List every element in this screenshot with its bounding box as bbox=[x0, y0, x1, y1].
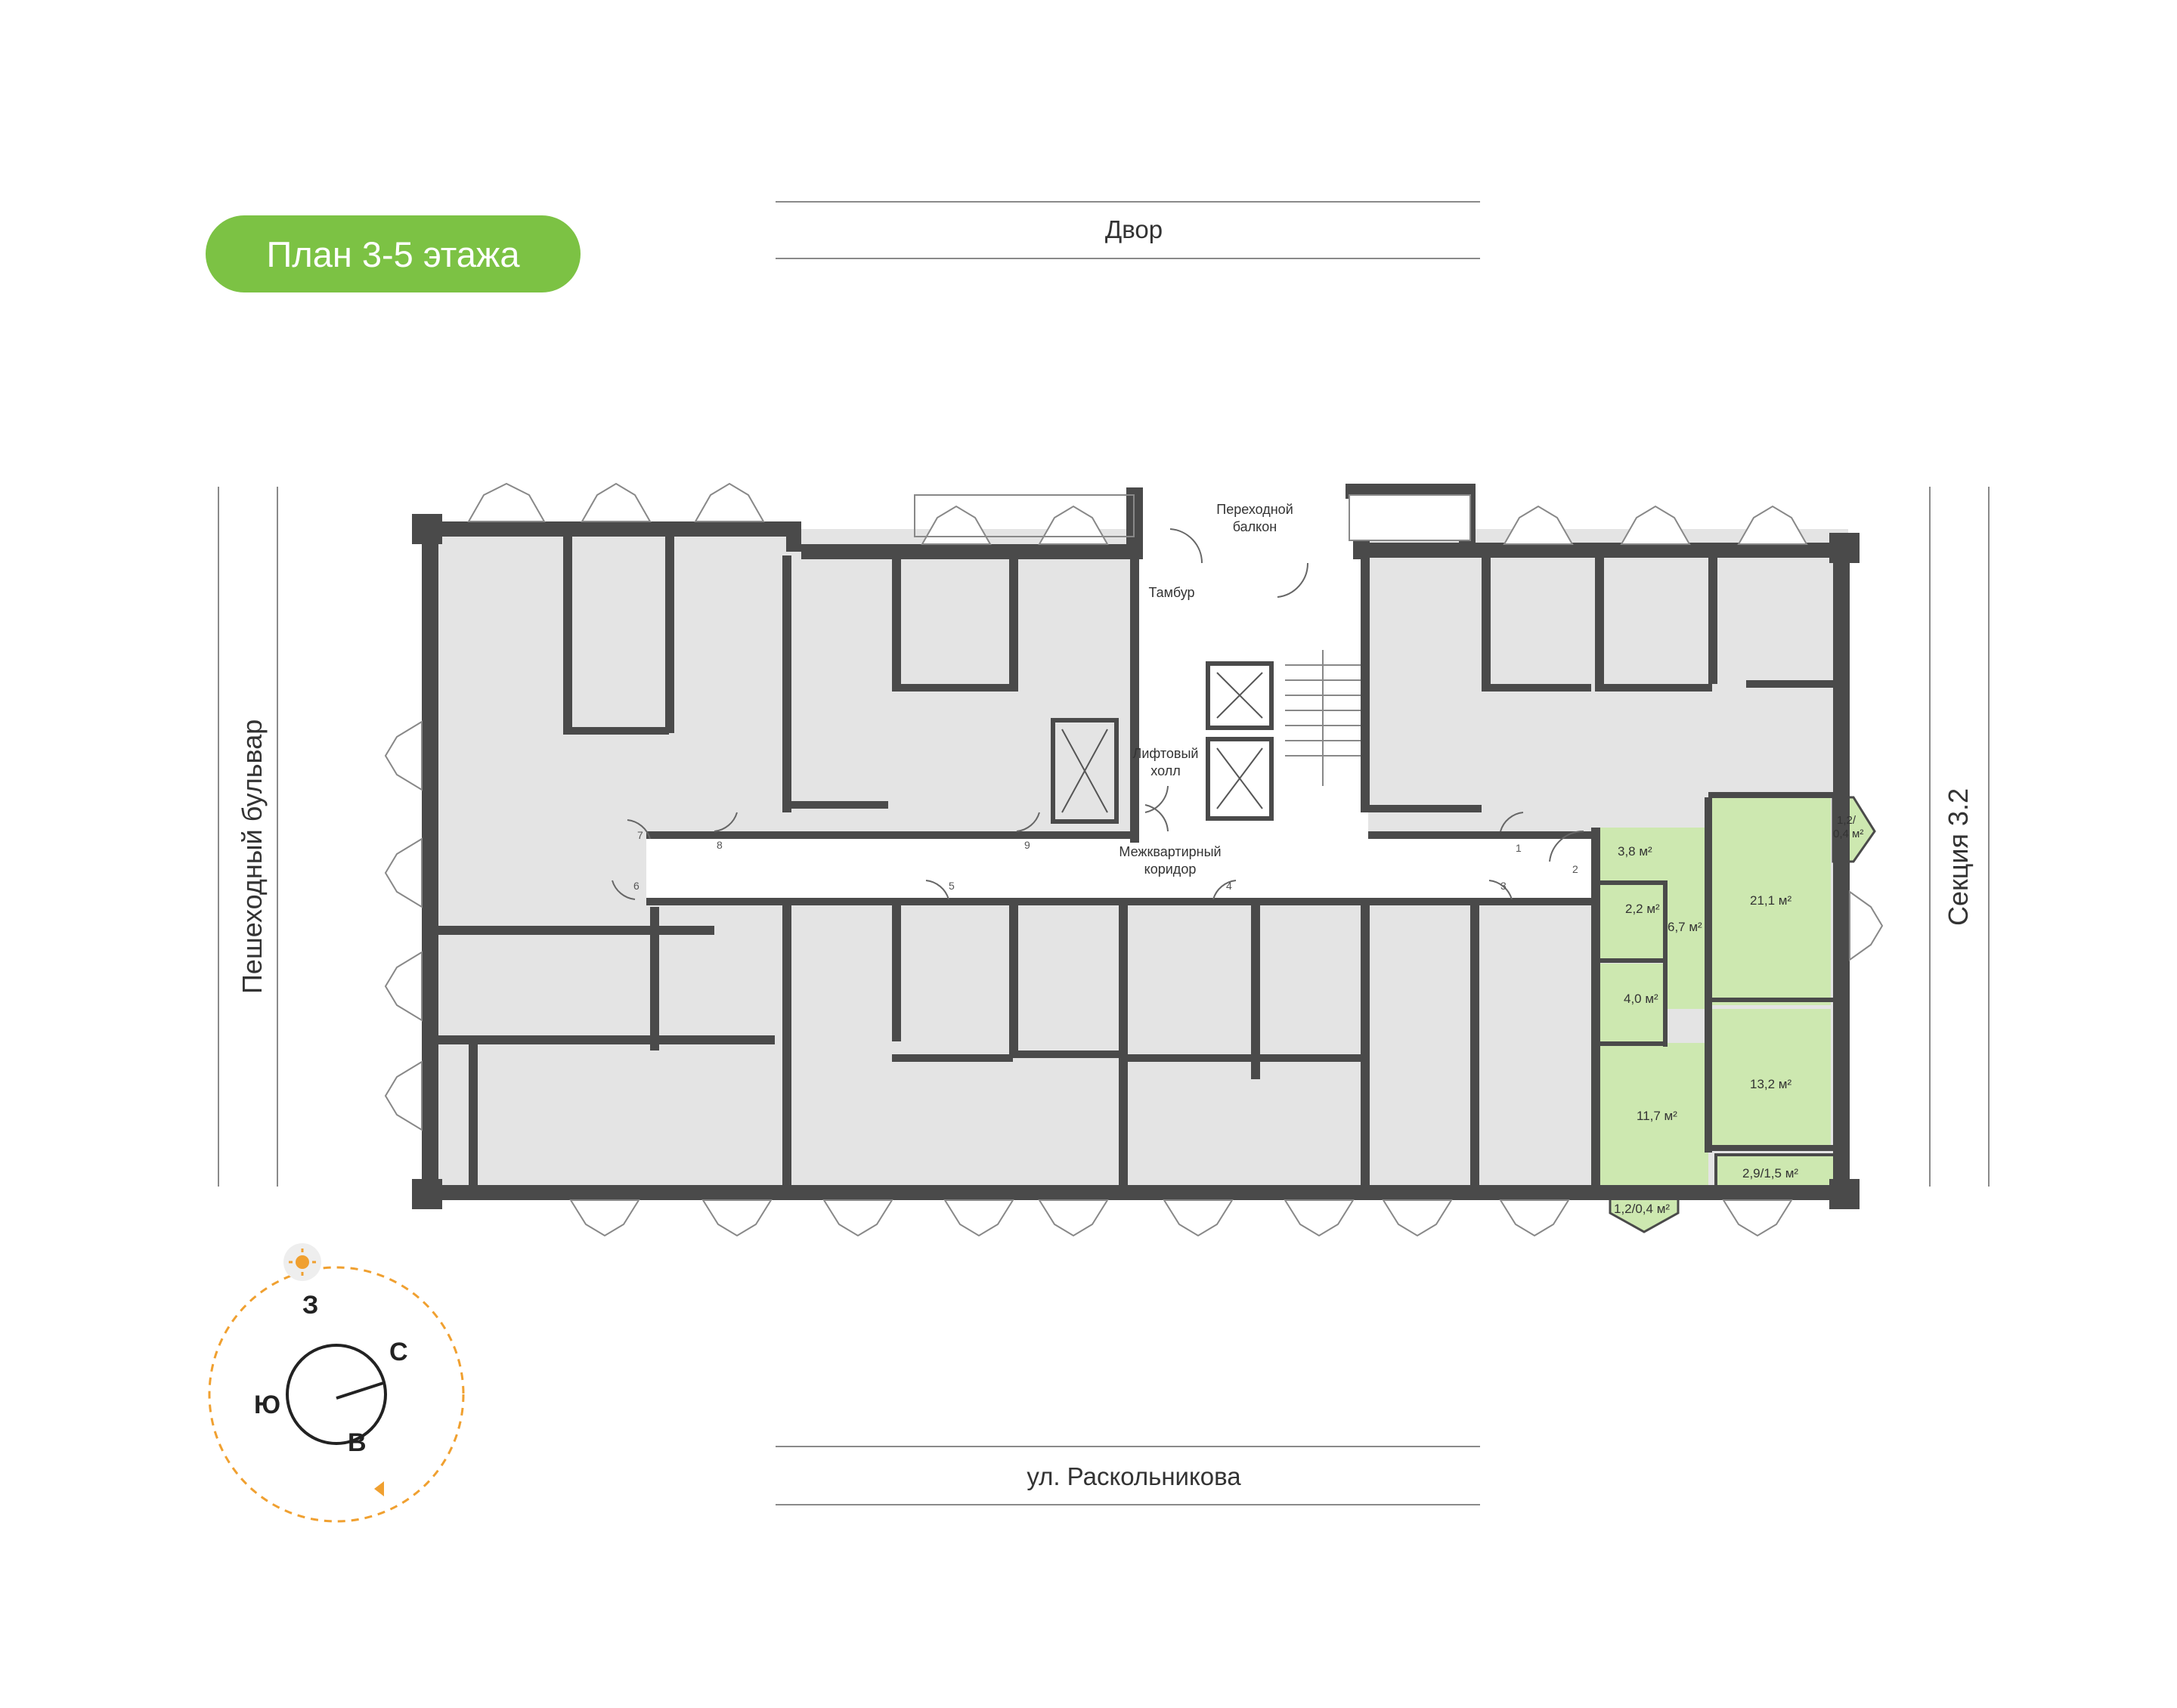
bay-balconies bbox=[384, 482, 1884, 1237]
area-kitchen: 11,7 м² bbox=[1637, 1109, 1677, 1123]
stair-treads bbox=[1285, 650, 1361, 786]
balcony-label-line1: Переходной bbox=[1216, 502, 1293, 517]
doors bbox=[612, 528, 1584, 900]
apt-living bbox=[1710, 797, 1831, 1005]
balcony-label-line2: балкон bbox=[1233, 519, 1277, 534]
door-number-8: 8 bbox=[717, 839, 723, 851]
apt-kitchen bbox=[1599, 1043, 1708, 1188]
right-street-line-inner bbox=[1929, 487, 1931, 1187]
corridor-label-line2: коридор bbox=[1144, 862, 1197, 877]
compass-east-label: В bbox=[348, 1428, 367, 1457]
left-street-line-outer bbox=[218, 487, 219, 1187]
lift-hall-label-line2: холл bbox=[1150, 763, 1180, 778]
compass-south-label: Ю bbox=[254, 1391, 281, 1419]
compass-west-label: З bbox=[302, 1291, 319, 1320]
area-balcony-bottom: 1,2/0,4 м² bbox=[1614, 1202, 1670, 1216]
sun-path-arrow-icon bbox=[374, 1481, 384, 1496]
apartment-area-labels: 3,8 м² 2,2 м² 6,7 м² 4,0 м² 11,7 м² 21,1… bbox=[1614, 814, 1863, 1216]
bottom-street-line-lower bbox=[776, 1504, 1480, 1505]
area-living: 21,1 м² bbox=[1750, 893, 1791, 908]
apt-corridor bbox=[1663, 828, 1708, 1009]
compass-needle bbox=[336, 1382, 384, 1400]
top-street-line-lower bbox=[776, 258, 1480, 259]
area-wc: 2,2 м² bbox=[1625, 902, 1660, 916]
door-number-7: 7 bbox=[637, 829, 643, 841]
door-numbers: 1 2 3 4 5 6 7 8 9 bbox=[633, 829, 1578, 892]
compass bbox=[208, 1243, 465, 1523]
apt-bath bbox=[1599, 964, 1667, 1047]
area-balcony-right-1: 1,2/ bbox=[1837, 814, 1856, 827]
sun-icon bbox=[296, 1255, 309, 1269]
compass-circle bbox=[286, 1344, 387, 1445]
outer-walls bbox=[412, 484, 1860, 1209]
door-number-1: 1 bbox=[1516, 842, 1522, 854]
corridor-label-line1: Межквартирный bbox=[1119, 844, 1221, 859]
lift-crosses bbox=[1061, 672, 1263, 813]
door-number-3: 3 bbox=[1500, 880, 1507, 892]
tambur-label: Тамбур bbox=[1148, 585, 1194, 600]
floor-plan-title: План 3-5 этажа bbox=[206, 215, 581, 292]
corridor-area bbox=[646, 837, 1629, 899]
sun-path-arc bbox=[208, 1266, 465, 1523]
area-loggia: 2,9/1,5 м² bbox=[1742, 1166, 1798, 1180]
interior-walls bbox=[427, 529, 1844, 1194]
lift-hall-label-line1: Лифтовый bbox=[1133, 746, 1199, 761]
door-number-9: 9 bbox=[1024, 839, 1030, 851]
bottom-street-line-upper bbox=[776, 1446, 1480, 1447]
area-hall: 3,8 м² bbox=[1618, 844, 1652, 859]
area-bath: 4,0 м² bbox=[1624, 992, 1658, 1006]
door-number-6: 6 bbox=[633, 880, 639, 892]
compass-north-label: С bbox=[389, 1338, 408, 1366]
area-balcony-right-2: 0,4 м² bbox=[1833, 828, 1863, 840]
apt-bedroom bbox=[1710, 1009, 1831, 1149]
right-street-line-outer bbox=[1988, 487, 1990, 1187]
door-number-5: 5 bbox=[949, 880, 955, 892]
area-bedroom: 13,2 м² bbox=[1750, 1077, 1791, 1091]
bottom-street-label: ул. Раскольникова bbox=[1027, 1462, 1241, 1490]
area-corridor: 6,7 м² bbox=[1668, 920, 1702, 934]
door-number-2: 2 bbox=[1572, 863, 1578, 875]
left-street-line-inner bbox=[277, 487, 278, 1187]
apt-wc bbox=[1599, 884, 1667, 958]
door-number-4: 4 bbox=[1226, 880, 1232, 892]
top-street-line-upper bbox=[776, 201, 1480, 203]
top-street-label: Двор bbox=[1104, 215, 1163, 243]
